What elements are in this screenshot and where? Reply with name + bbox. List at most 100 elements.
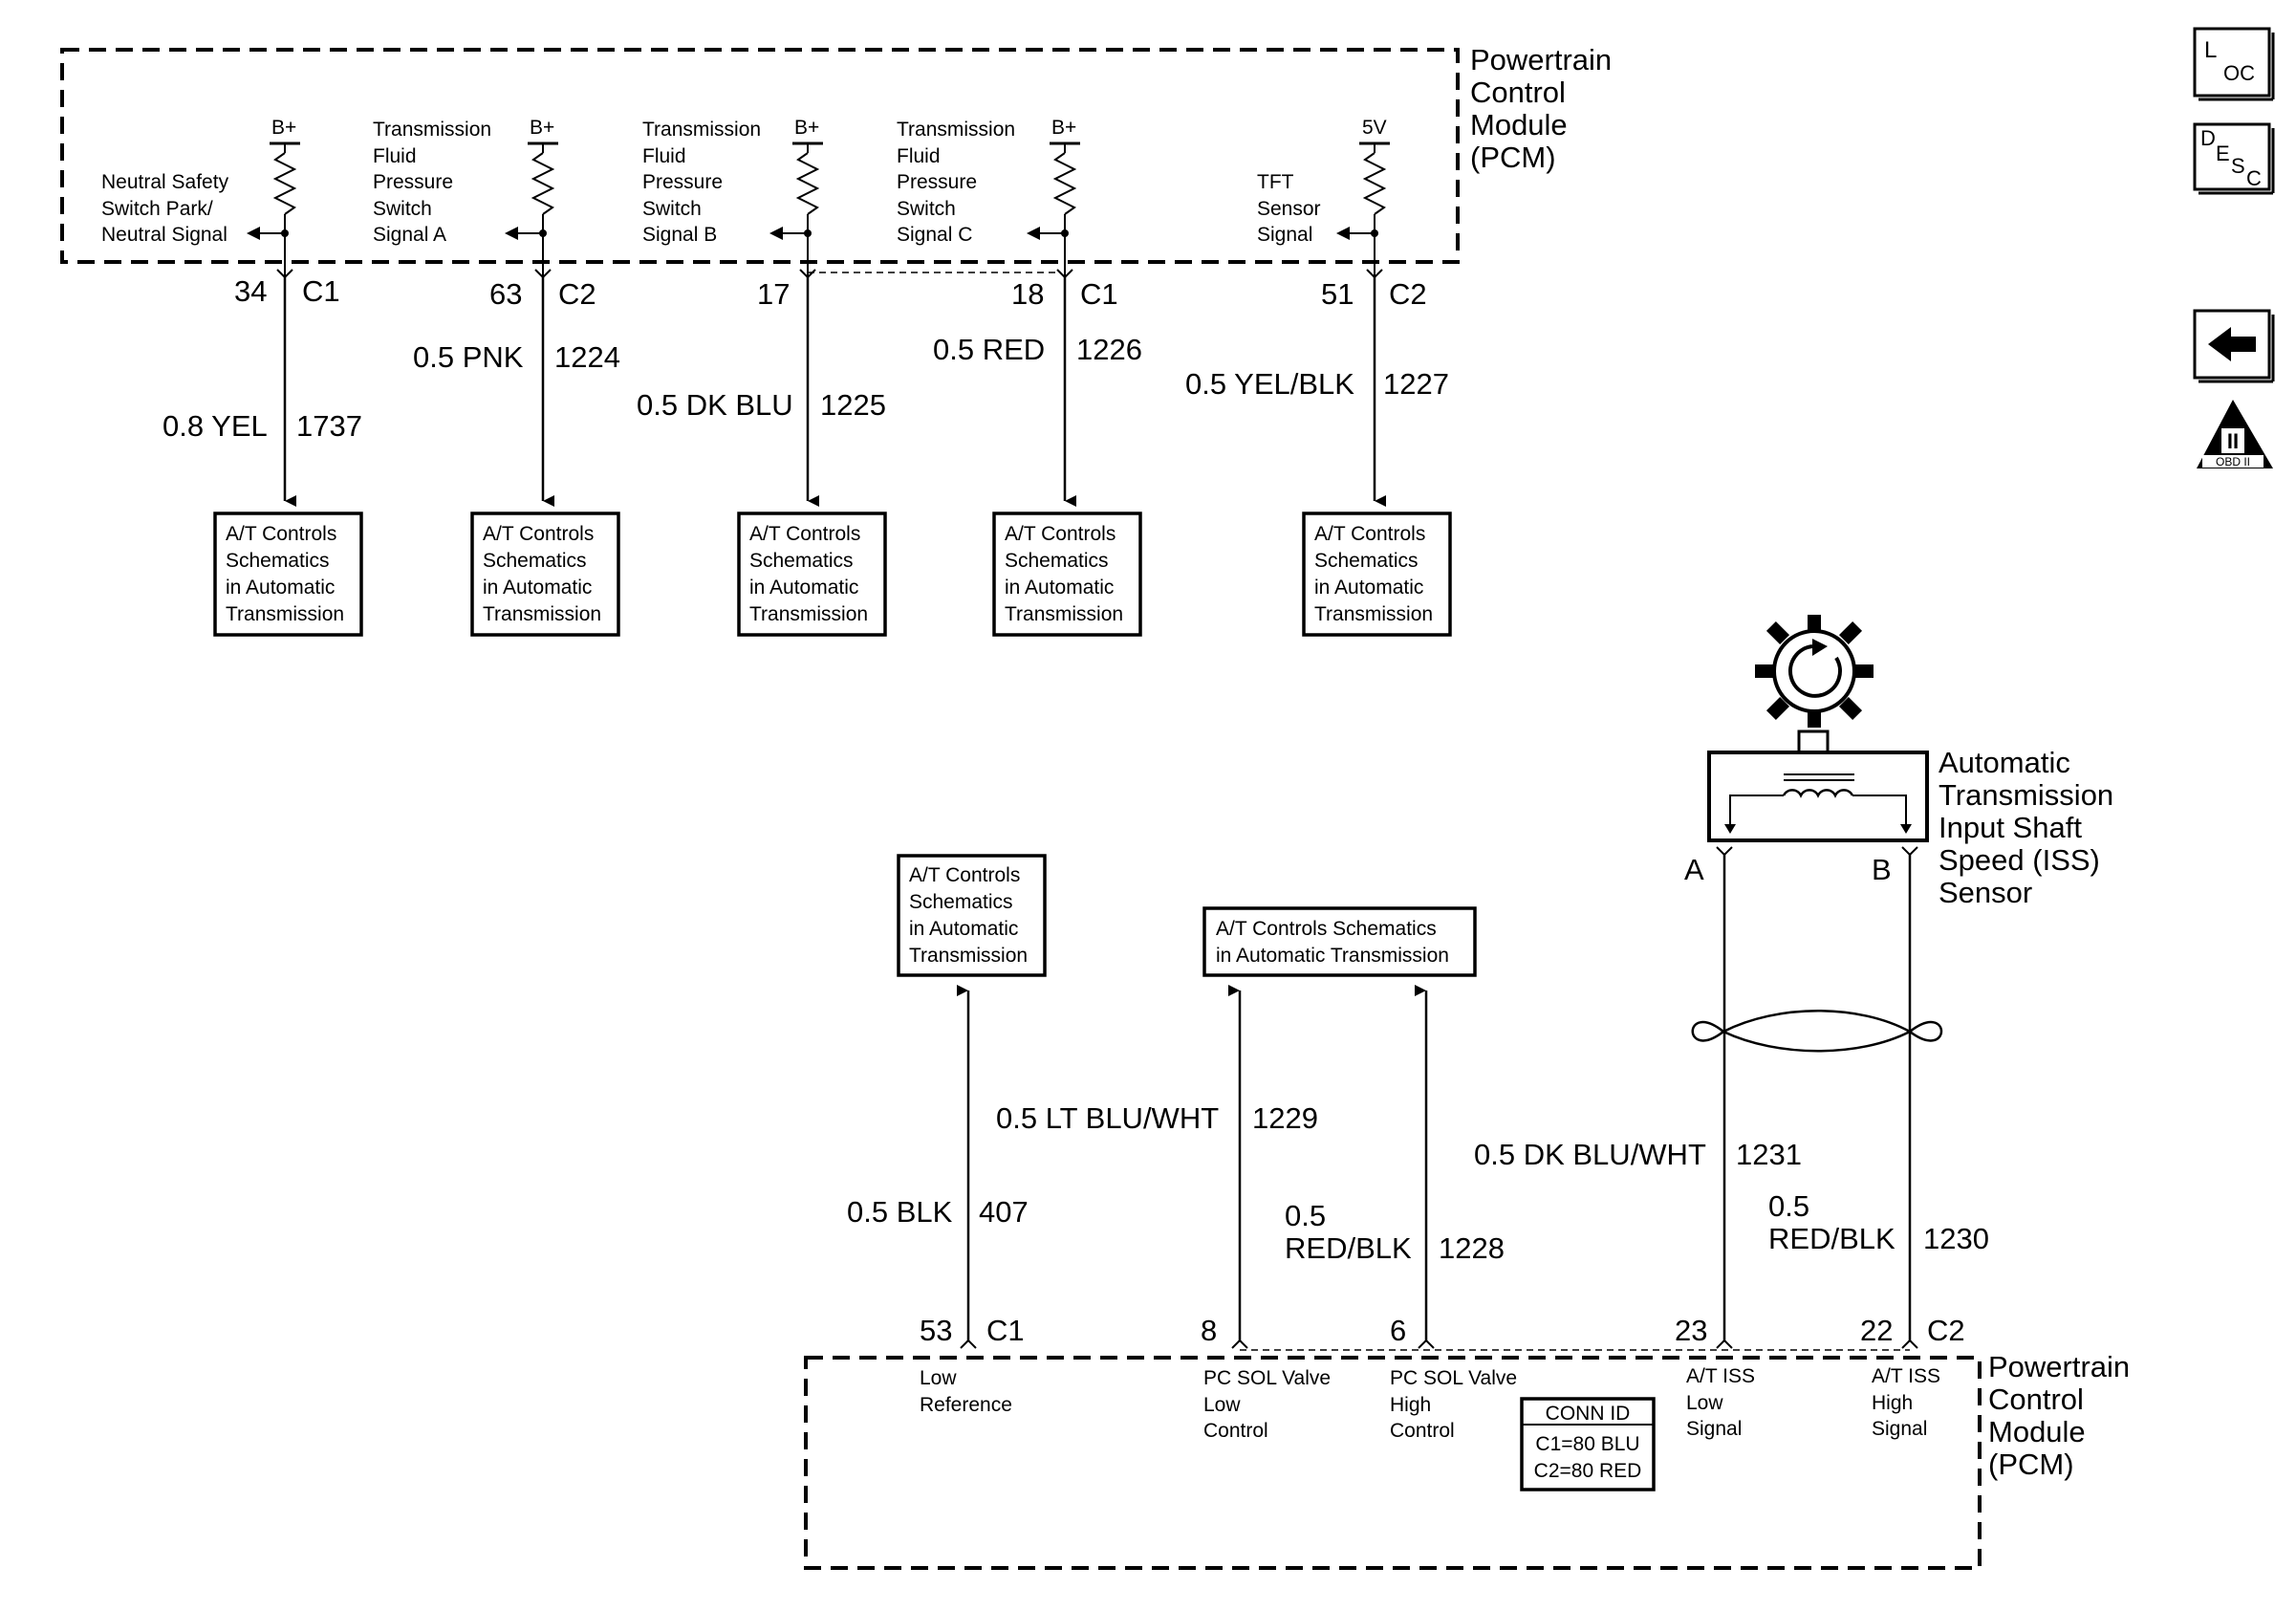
bottom-pcm-boundary: [804, 1356, 1982, 1570]
svg-text:RED/BLK: RED/BLK: [1285, 1231, 1412, 1265]
supply-label: B+: [1051, 117, 1076, 139]
svg-text:Transmission: Transmission: [749, 603, 868, 625]
svg-text:C1: C1: [1080, 277, 1118, 311]
iss-sensor: Automatic Transmission Input Shaft Speed…: [1684, 615, 2113, 909]
desc-icon[interactable]: D E S C: [2193, 122, 2275, 195]
svg-text:0.5 LT BLU/WHT: 0.5 LT BLU/WHT: [996, 1101, 1219, 1135]
svg-text:23: 23: [1675, 1314, 1707, 1347]
svg-text:0.5 YEL/BLK: 0.5 YEL/BLK: [1185, 367, 1354, 401]
svg-text:51: 51: [1321, 277, 1354, 311]
svg-text:34: 34: [234, 274, 267, 308]
svg-text:0.5 BLK: 0.5 BLK: [847, 1195, 953, 1229]
svg-text:Transmission: Transmission: [642, 119, 761, 141]
signal-arrow-icon: [1027, 227, 1040, 240]
supply-label: B+: [794, 117, 819, 139]
svg-text:Pressure: Pressure: [373, 171, 453, 193]
svg-text:63: 63: [489, 277, 522, 311]
svg-text:Fluid: Fluid: [373, 145, 417, 167]
svg-text:Reference: Reference: [920, 1394, 1012, 1416]
svg-text:Schematics: Schematics: [1005, 550, 1109, 572]
svg-text:High: High: [1390, 1394, 1431, 1416]
supply-label: B+: [271, 117, 296, 139]
loc-icon[interactable]: L OC: [2193, 27, 2275, 101]
top-pcm-boundary: [60, 48, 1460, 264]
svg-text:A/T Controls: A/T Controls: [749, 523, 860, 545]
svg-text:in Automatic Transmission: in Automatic Transmission: [1216, 945, 1449, 967]
svg-text:Fluid: Fluid: [897, 145, 941, 167]
svg-text:C1: C1: [302, 274, 340, 308]
reference-box[interactable]: A/T Controls Schematics in Automatic Tra…: [1302, 512, 1452, 637]
obd-ii-icon[interactable]: II OBD II: [2197, 400, 2273, 468]
circuit-tfp-switch-a: B+ Transmission Fluid Pressure Switch Si…: [373, 117, 620, 637]
svg-text:Transmission: Transmission: [1314, 603, 1433, 625]
svg-text:Pressure: Pressure: [642, 171, 723, 193]
reference-box[interactable]: A/T Controls Schematics in Automatic Tra…: [737, 512, 887, 637]
svg-text:A/T Controls Schematics: A/T Controls Schematics: [1216, 918, 1437, 940]
terminal-a: A: [1684, 853, 1704, 886]
svg-text:A/T Controls: A/T Controls: [226, 523, 336, 545]
svg-text:TFT: TFT: [1257, 171, 1294, 193]
conn-id-box: CONN ID C1=80 BLU C2=80 RED: [1520, 1397, 1656, 1491]
svg-text:0.8 YEL: 0.8 YEL: [162, 409, 268, 443]
svg-text:C2=80 RED: C2=80 RED: [1534, 1460, 1642, 1482]
svg-text:A/T ISS: A/T ISS: [1686, 1365, 1755, 1387]
svg-text:0.5 RED: 0.5 RED: [933, 333, 1045, 366]
reference-box-left[interactable]: A/T Controls Schematics in Automatic Tra…: [897, 854, 1047, 977]
svg-text:0.5 PNK: 0.5 PNK: [413, 340, 524, 374]
svg-text:1224: 1224: [554, 340, 620, 374]
signal-arrow-icon: [769, 227, 783, 240]
svg-text:Switch: Switch: [642, 198, 702, 220]
sensor-tip: [1797, 729, 1830, 754]
svg-text:Schematics: Schematics: [1314, 550, 1419, 572]
svg-text:1230: 1230: [1923, 1222, 1989, 1255]
svg-text:0.5: 0.5: [1285, 1199, 1326, 1232]
svg-text:Module: Module: [1470, 108, 1568, 142]
pickup-coil-icon: [1724, 773, 1912, 834]
svg-text:1228: 1228: [1439, 1231, 1505, 1265]
svg-text:Neutral Signal: Neutral Signal: [101, 224, 227, 246]
svg-text:18: 18: [1011, 277, 1044, 311]
svg-text:A/T ISS: A/T ISS: [1872, 1365, 1940, 1387]
svg-text:1225: 1225: [820, 388, 886, 422]
svg-text:Low: Low: [1203, 1394, 1241, 1416]
svg-text:0.5 DK BLU/WHT: 0.5 DK BLU/WHT: [1474, 1138, 1706, 1171]
svg-text:PC SOL Valve: PC SOL Valve: [1390, 1367, 1517, 1389]
reference-box-wide[interactable]: A/T Controls Schematics in Automatic Tra…: [1202, 906, 1477, 977]
svg-text:Switch: Switch: [897, 198, 956, 220]
pull-up-resistor: [272, 152, 297, 215]
svg-text:C: C: [2246, 166, 2262, 190]
svg-text:1737: 1737: [296, 409, 362, 443]
svg-text:Transmission: Transmission: [1939, 778, 2113, 812]
pull-up-resistor: [1052, 152, 1077, 215]
circuit-tft-sensor: 5V TFT Sensor Signal 51 C2 0.5 YEL/BLK 1…: [1185, 117, 1452, 637]
svg-text:17: 17: [757, 277, 790, 311]
svg-text:1226: 1226: [1076, 333, 1142, 366]
rotating-gear-icon: [1755, 615, 1874, 728]
svg-text:in Automatic: in Automatic: [909, 918, 1018, 940]
svg-text:Transmission: Transmission: [373, 119, 491, 141]
svg-text:Transmission: Transmission: [897, 119, 1015, 141]
svg-text:Module: Module: [1988, 1415, 2086, 1448]
svg-text:RED/BLK: RED/BLK: [1768, 1222, 1895, 1255]
svg-text:Control: Control: [1390, 1420, 1455, 1442]
pull-up-resistor: [795, 152, 820, 215]
svg-text:0.5 DK BLU: 0.5 DK BLU: [637, 388, 793, 422]
svg-text:Transmission: Transmission: [909, 945, 1028, 967]
svg-text:Transmission: Transmission: [226, 603, 344, 625]
bottom-pin-numbers: 53 C1 8 6 23 22 C2: [920, 1314, 1965, 1347]
svg-text:22: 22: [1860, 1314, 1893, 1347]
reference-box[interactable]: A/T Controls Schematics in Automatic Tra…: [992, 512, 1142, 637]
bottom-pcm-title: Powertrain Control Module (PCM): [1988, 1350, 2130, 1481]
reference-box[interactable]: A/T Controls Schematics in Automatic Tra…: [470, 512, 620, 637]
top-pcm-title: Powertrain Control Module (PCM): [1470, 43, 1612, 174]
signal-arrow-icon: [247, 227, 260, 240]
svg-text:PC SOL Valve: PC SOL Valve: [1203, 1367, 1331, 1389]
svg-text:Input Shaft: Input Shaft: [1939, 811, 2082, 844]
reference-box[interactable]: A/T Controls Schematics in Automatic Tra…: [213, 512, 363, 637]
back-arrow-icon[interactable]: [2193, 309, 2275, 383]
svg-text:Schematics: Schematics: [749, 550, 854, 572]
svg-text:Signal B: Signal B: [642, 224, 717, 246]
svg-text:A/T Controls: A/T Controls: [909, 864, 1020, 886]
svg-text:in Automatic: in Automatic: [749, 577, 858, 599]
